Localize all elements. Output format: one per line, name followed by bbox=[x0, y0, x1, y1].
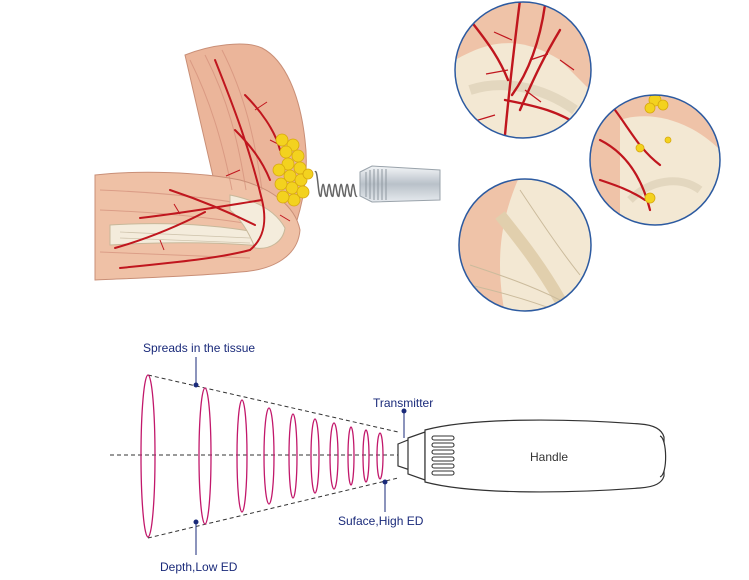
wave-ring bbox=[263, 407, 275, 505]
label-handle: Handle bbox=[530, 450, 568, 464]
wave-ring bbox=[236, 399, 248, 513]
fat-deposit-zoom-icon bbox=[589, 94, 721, 226]
shockwave-probe-icon bbox=[359, 165, 441, 203]
wave-cone bbox=[110, 374, 399, 539]
pressure-waves bbox=[140, 374, 384, 538]
artery-network-zoom-icon bbox=[454, 1, 592, 139]
wave-ring bbox=[140, 374, 156, 538]
label-surface-high-ed: Suface,High ED bbox=[338, 514, 424, 528]
shockwave-handpiece-icon bbox=[397, 419, 667, 493]
label-depth-low-ed: Depth,Low ED bbox=[160, 560, 238, 574]
fat-deposit bbox=[272, 133, 314, 207]
label-transmitter: Transmitter bbox=[373, 396, 433, 410]
wave-ring bbox=[347, 426, 355, 486]
shockwave-spring-icon bbox=[314, 171, 358, 197]
label-pointers bbox=[193, 357, 407, 555]
wave-ring bbox=[362, 429, 370, 483]
wave-ring bbox=[329, 422, 339, 490]
elbow-anatomy-illustration bbox=[94, 43, 314, 281]
handle-body bbox=[424, 419, 665, 493]
wave-ring bbox=[288, 413, 298, 499]
label-spreads-in-tissue: Spreads in the tissue bbox=[143, 341, 255, 355]
wave-ring bbox=[198, 387, 212, 525]
wave-ring bbox=[376, 432, 384, 480]
tendon-zoom-icon bbox=[458, 178, 592, 312]
wave-ring bbox=[310, 418, 320, 494]
